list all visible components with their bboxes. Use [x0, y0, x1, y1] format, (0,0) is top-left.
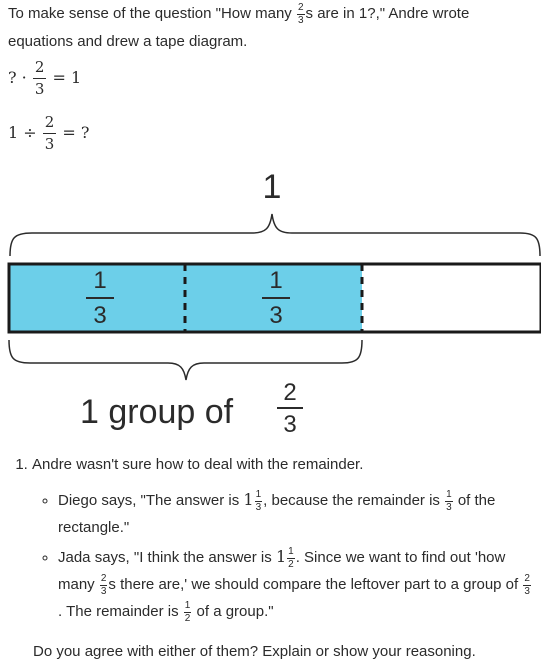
top-brace-label: 1 — [263, 168, 282, 206]
fraction-denominator: 3 — [34, 80, 45, 98]
bottom-brace-label: 1 group of — [80, 393, 234, 431]
fraction-numerator: 2 — [42, 115, 57, 134]
fraction-numerator: 2 — [283, 379, 296, 406]
segment-numerator: 1 — [269, 267, 282, 294]
intro-text-1: To make sense of the question "How many — [8, 5, 296, 22]
fraction-denominator: 3 — [283, 411, 296, 438]
tape-outline — [7, 262, 541, 334]
question-list: Andre wasn't sure how to deal with the r… — [0, 452, 532, 627]
equation-lhs: ? · — [8, 68, 27, 87]
fraction-numerator: 2 — [32, 60, 47, 79]
bottom-brace — [8, 339, 363, 381]
fraction-numerator: 2 — [296, 1, 305, 15]
equation-rhs: = 1 — [52, 68, 82, 87]
intro-text-2: s are in 1?," Andre wrote equations and … — [8, 5, 470, 50]
tape-diagram: 1 1 3 1 3 1 group of 2 3 — [7, 168, 541, 438]
closing-question: Do you agree with either of them? Explai… — [33, 643, 476, 660]
question-text: Andre wasn't sure how to deal with the r… — [32, 456, 364, 473]
segment-label-2: 1 3 — [262, 267, 290, 329]
question-item: Andre wasn't sure how to deal with the r… — [32, 452, 532, 625]
jada-opinion: Jada says, "I think the answer is 112. S… — [58, 543, 532, 625]
segment-denominator: 3 — [93, 302, 106, 329]
fraction-denominator: 3 — [44, 135, 55, 153]
bottom-label-fraction: 2 3 — [277, 379, 303, 438]
equation-rhs: = ? — [62, 123, 90, 142]
segment-numerator: 1 — [93, 267, 106, 294]
intro-paragraph: To make sense of the question "How many … — [8, 0, 533, 56]
equation-lhs: 1 ÷ — [8, 123, 37, 142]
segment-denominator: 3 — [269, 302, 282, 329]
segment-label-1: 1 3 — [86, 267, 114, 329]
opinion-list: Diego says, "The answer is 113, because … — [32, 486, 532, 625]
fraction-denominator: 3 — [297, 14, 304, 26]
top-brace — [9, 213, 541, 257]
diego-opinion: Diego says, "The answer is 113, because … — [58, 486, 532, 541]
